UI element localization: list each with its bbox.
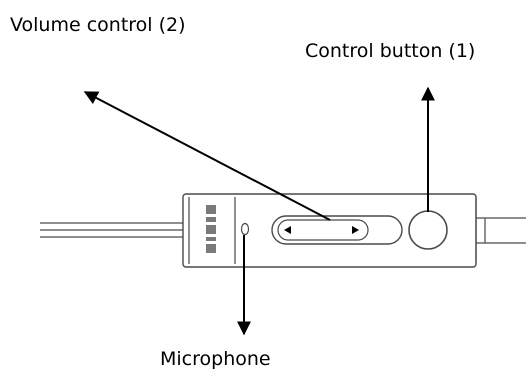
body-dividers <box>188 197 477 264</box>
microphone-label: Microphone <box>160 348 271 370</box>
volume-down-icon[interactable] <box>284 226 291 234</box>
volume-up-icon[interactable] <box>352 226 359 234</box>
left-cable <box>40 222 183 238</box>
right-cable <box>476 217 526 244</box>
volume-callout-arrow <box>83 91 331 221</box>
volume-control-label: Volume control (2) <box>10 14 186 36</box>
control-button[interactable] <box>408 210 448 250</box>
microphone-hole <box>240 222 250 236</box>
control-button-label: Control button (1) <box>305 40 476 62</box>
callout-arrows <box>83 86 435 336</box>
brand-logo <box>206 205 216 253</box>
volume-rocker[interactable] <box>271 215 403 245</box>
